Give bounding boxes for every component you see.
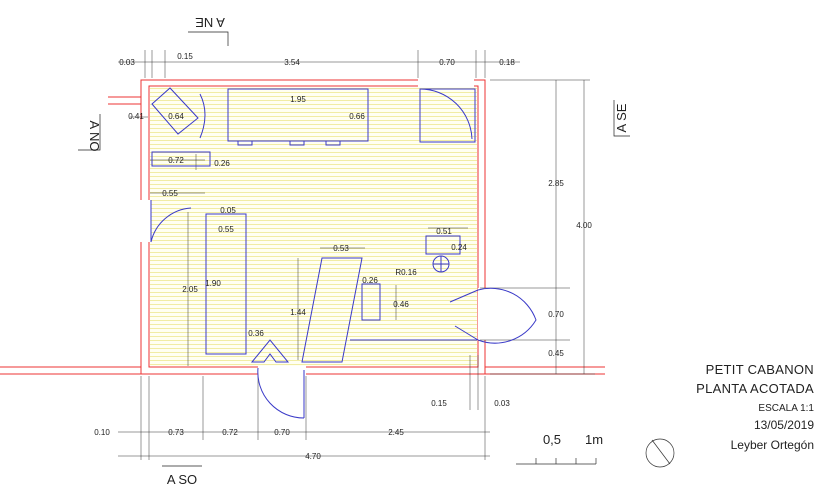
north-symbol bbox=[645, 438, 675, 468]
dim-right-upper: 2.85 bbox=[548, 179, 564, 188]
bed-legs bbox=[237, 140, 341, 146]
title-date: 13/05/2019 bbox=[753, 418, 814, 432]
basin-counter bbox=[425, 235, 461, 255]
dim-wall-005: 0.05 bbox=[220, 206, 236, 215]
title-project: PETIT CABANON bbox=[705, 362, 814, 377]
dim-left-upper: 0.41 bbox=[128, 112, 144, 121]
section-label-se: A SE bbox=[614, 103, 629, 132]
floor-area bbox=[150, 87, 477, 366]
dim-table-length: 1.90 bbox=[205, 279, 221, 288]
wall-openings bbox=[140, 79, 486, 375]
dim-bottom-003: 0.03 bbox=[494, 399, 510, 408]
section-markers bbox=[78, 31, 630, 467]
dim-shelf-depth: 0.26 bbox=[214, 159, 230, 168]
title-drawing: PLANTA ACOTADA bbox=[696, 381, 814, 396]
armchair bbox=[151, 87, 199, 135]
dim-desk-length: 1.44 bbox=[290, 308, 306, 317]
dim-bottom-d: 0.70 bbox=[274, 428, 290, 437]
dim-door-width: 0.70 bbox=[548, 310, 564, 319]
dim-small-block-height: 0.46 bbox=[393, 300, 409, 309]
section-label-ne: A NE bbox=[195, 15, 225, 30]
door-bottom bbox=[257, 367, 305, 419]
dimension-labels: 0.03 0.15 3.54 0.70 0.18 0.41 0.64 1.95 … bbox=[94, 52, 592, 461]
dim-basin-height: 0.24 bbox=[451, 243, 467, 252]
wardrobe-swing bbox=[419, 88, 473, 140]
dim-door-lower: 0.45 bbox=[548, 349, 564, 358]
dim-top-wall: 0.15 bbox=[177, 52, 193, 61]
dim-table-width: 0.55 bbox=[218, 225, 234, 234]
dim-shelf-length: 0.72 bbox=[168, 156, 184, 165]
dim-left-height: 2.05 bbox=[182, 285, 198, 294]
doors bbox=[150, 200, 537, 419]
scale-label-one: 1m bbox=[585, 432, 603, 447]
exterior-walls bbox=[0, 79, 605, 375]
dim-bed-width: 0.66 bbox=[349, 112, 365, 121]
dim-bottom-e: 2.45 bbox=[388, 428, 404, 437]
title-author: Leyber Ortegón bbox=[730, 438, 814, 452]
section-label-so: A SO bbox=[167, 472, 197, 487]
dim-stool-width: 0.36 bbox=[248, 329, 264, 338]
dim-bottom-b: 0.73 bbox=[168, 428, 184, 437]
dim-top-right: 0.18 bbox=[499, 58, 515, 67]
cabinet-small bbox=[361, 283, 381, 321]
dimension-lines bbox=[118, 50, 595, 460]
scale-bar bbox=[516, 458, 597, 465]
dim-bottom-c: 0.72 bbox=[222, 428, 238, 437]
door-right bbox=[477, 287, 537, 344]
scale-label-half: 0,5 bbox=[543, 432, 561, 447]
dim-desk-top: 0.53 bbox=[333, 244, 349, 253]
section-label-no: A NO bbox=[87, 120, 102, 151]
desk-left bbox=[205, 213, 247, 355]
dim-bed-length: 1.95 bbox=[290, 95, 306, 104]
dim-small-block: 0.26 bbox=[362, 276, 378, 285]
dim-left-055: 0.55 bbox=[162, 189, 178, 198]
dim-overall-width: 4.70 bbox=[305, 452, 321, 461]
door-left bbox=[150, 207, 192, 243]
chair-back bbox=[199, 93, 206, 139]
dim-bottom-a: 0.10 bbox=[94, 428, 110, 437]
stool bbox=[250, 339, 290, 363]
desk-slant bbox=[301, 257, 363, 363]
title-scale: ESCALA 1:1 bbox=[758, 403, 814, 414]
dim-radius: R0.16 bbox=[395, 268, 417, 277]
furniture bbox=[151, 87, 477, 363]
shelf bbox=[151, 151, 211, 167]
dim-right-total: 4.00 bbox=[576, 221, 592, 230]
dim-bottom-015: 0.15 bbox=[431, 399, 447, 408]
wardrobe bbox=[419, 88, 476, 143]
dim-top-span: 3.54 bbox=[284, 58, 300, 67]
dim-chair: 0.64 bbox=[168, 112, 184, 121]
dim-top-left-offset: 0.03 bbox=[119, 58, 135, 67]
dim-basin-width: 0.51 bbox=[436, 227, 452, 236]
dim-top-window: 0.70 bbox=[439, 58, 455, 67]
